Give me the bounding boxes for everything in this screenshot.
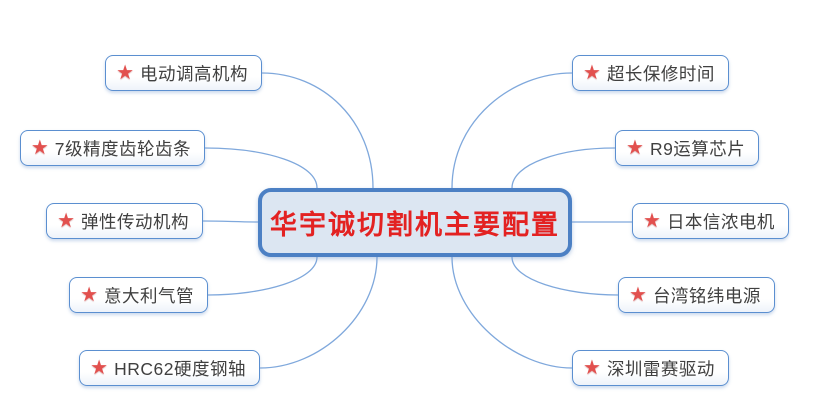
connector-line: [511, 256, 619, 296]
star-icon: ★: [583, 62, 601, 84]
branch-node-hrc62-steel-shaft[interactable]: ★ HRC62硬度钢轴: [79, 350, 260, 386]
branch-label: 深圳雷赛驱动: [606, 358, 715, 379]
branch-label: 日本信浓电机: [666, 211, 775, 232]
branch-label: 弹性传动机构: [81, 211, 189, 232]
central-topic[interactable]: 华宇诚切割机主要配置: [258, 188, 572, 257]
branch-node-mingwei-power[interactable]: ★ 台湾铭纬电源: [618, 277, 775, 313]
connector-line: [202, 220, 259, 223]
branch-label: HRC62硬度钢轴: [114, 358, 246, 379]
branch-node-elastic-transmission[interactable]: ★ 弹性传动机构: [46, 203, 203, 239]
star-icon: ★: [30, 137, 49, 159]
connector-line: [259, 256, 378, 369]
branch-label: 超长保修时间: [606, 63, 715, 84]
connector-line: [204, 147, 318, 189]
branch-node-gear-rack-precision[interactable]: ★ 7级精度齿轮齿条: [19, 130, 205, 166]
connector-line: [261, 72, 374, 189]
connector-line: [451, 256, 573, 369]
branch-label: R9运算芯片: [649, 138, 746, 159]
branch-node-leisai-drive[interactable]: ★ 深圳雷赛驱动: [572, 350, 729, 386]
star-icon: ★: [643, 210, 661, 232]
branch-label: 意大利气管: [104, 285, 194, 306]
central-topic-label: 华宇诚切割机主要配置: [270, 210, 560, 240]
star-icon: ★: [583, 357, 601, 379]
connector-line: [451, 72, 573, 189]
star-icon: ★: [116, 62, 134, 84]
star-icon: ★: [90, 357, 109, 379]
branch-node-shinano-motor[interactable]: ★ 日本信浓电机: [632, 203, 789, 239]
star-icon: ★: [57, 210, 75, 232]
branch-label: 7级精度齿轮齿条: [54, 138, 191, 159]
branch-node-r9-chip[interactable]: ★ R9运算芯片: [615, 130, 760, 166]
star-icon: ★: [80, 284, 98, 306]
connector-line: [207, 256, 318, 296]
branch-node-long-warranty[interactable]: ★ 超长保修时间: [572, 55, 729, 91]
branch-label: 电动调高机构: [140, 63, 248, 84]
branch-node-italian-air-pipe[interactable]: ★ 意大利气管: [69, 277, 208, 313]
branch-label: 台湾铭纬电源: [652, 285, 761, 306]
branch-node-electric-height-adjust[interactable]: ★ 电动调高机构: [105, 55, 262, 91]
connector-line: [511, 147, 616, 189]
star-icon: ★: [626, 137, 644, 159]
star-icon: ★: [629, 284, 647, 306]
